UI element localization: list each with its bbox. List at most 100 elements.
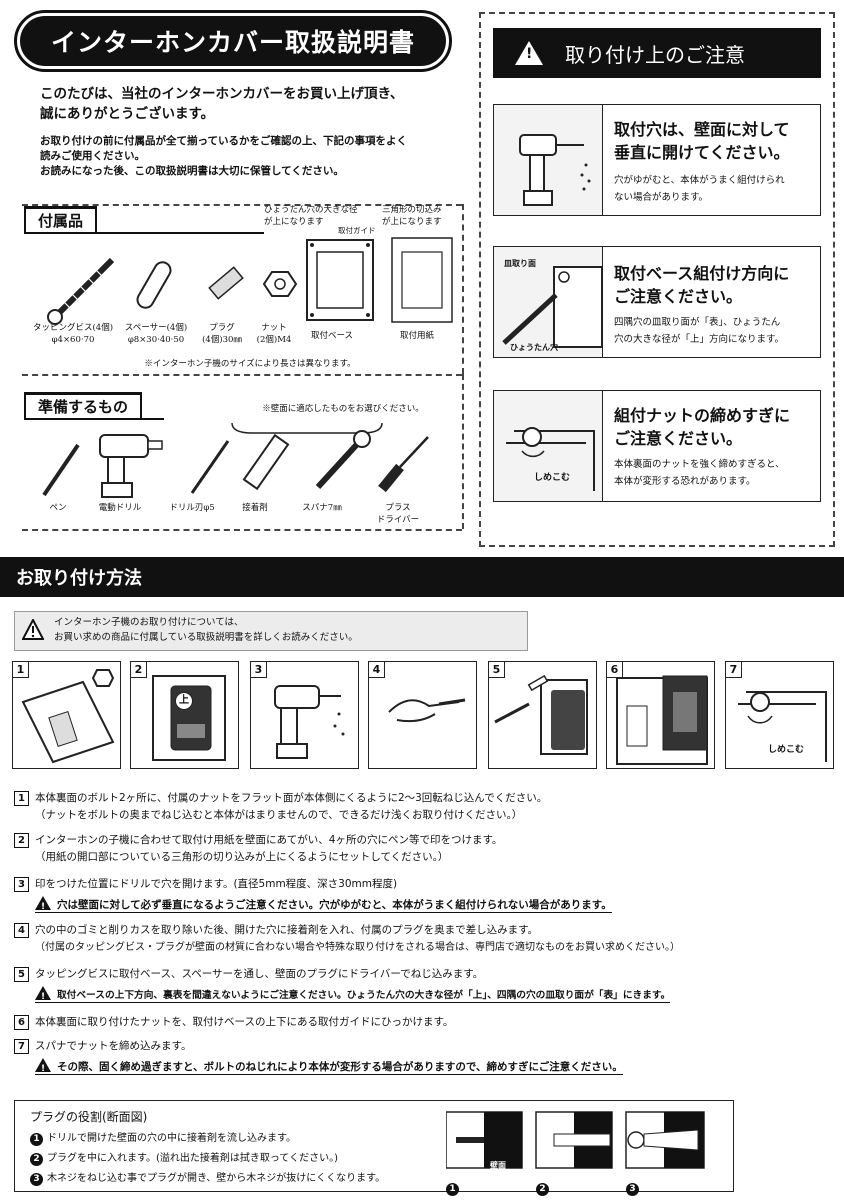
caution-title-line: 取付穴は、壁面に対して xyxy=(614,120,790,139)
drill-icon xyxy=(99,434,163,498)
prep-label: ドリル刃φ5 xyxy=(169,503,215,513)
step-number: 2 xyxy=(30,1153,43,1166)
divider xyxy=(22,374,462,376)
note-line: ひょうたん穴の大きな径 xyxy=(264,205,358,215)
caution-title: 取付穴は、壁面に対して 垂直に開けてください。 xyxy=(614,118,790,164)
instruction-text: 印をつけた位置にドリルで穴を開けます。(直径5mm程度、深さ30mm程度) xyxy=(35,878,398,890)
warning-icon xyxy=(515,41,543,65)
prep-label-line: プラス xyxy=(385,503,411,513)
part-label: プラグ (4個)30㎜ xyxy=(196,322,248,346)
step-number: 3 xyxy=(251,662,267,678)
step-number: 4 xyxy=(369,662,385,678)
step-number: 2 xyxy=(131,662,147,678)
caution-desc-line: 四隅穴の皿取り面が「表」、ひょうたん xyxy=(614,317,781,328)
cover-back-icon xyxy=(21,669,115,764)
step-panel-5: 5 xyxy=(488,661,597,769)
warning-icon xyxy=(35,896,51,916)
divider xyxy=(22,529,462,531)
step-panel-6: 6 xyxy=(606,661,715,769)
intro-thanks: このたびは、当社のインターホンカバーをお買い上げ頂き、 誠にありがとうございます… xyxy=(40,84,450,124)
instruction-number: 6 xyxy=(14,1014,29,1030)
step-number: 2 xyxy=(536,1183,549,1196)
caution-title-line: 組付ナットの締めすぎに xyxy=(614,406,791,425)
caution-title-line: 垂直に開けてください。 xyxy=(614,143,790,162)
caution-desc: 穴がゆがむと、本体がうまく組付けられ ない場合があります。 xyxy=(614,172,785,206)
caution-header: 取り付け上のご注意 xyxy=(493,28,821,78)
instruction-number: 5 xyxy=(14,966,29,982)
plug-role-text: プラグを中に入れます。(溢れ出た接着剤は拭き取ってください。) xyxy=(47,1153,339,1164)
step-number: 6 xyxy=(607,662,623,678)
caution-title: 取付ベース組付け方向に ご注意ください。 xyxy=(614,262,789,308)
part-spec: φ4×60·70 xyxy=(51,335,95,345)
instruction-text: タッピングビスに取付ベース、スペーサーを通し、壁面のプラグにドライバーでねじ込み… xyxy=(35,968,484,980)
attach-base-icon xyxy=(494,674,588,755)
caution-title-line: ご注意ください。 xyxy=(614,429,743,448)
screw-icon xyxy=(47,257,115,325)
plug-icon xyxy=(208,266,244,300)
hang-body-icon xyxy=(616,675,708,765)
drilling-icon xyxy=(493,104,603,216)
tighten-tag: しめこむ xyxy=(534,473,571,483)
divider xyxy=(462,204,464,374)
caution-heading: 取り付け上のご注意 xyxy=(565,42,745,67)
diagram-number: 3 xyxy=(626,1176,640,1196)
intro-line: お読みになった後、この取扱説明書は大切に保管してください。 xyxy=(40,165,344,177)
base-icon xyxy=(306,239,374,321)
intro-line: 誠にありがとうございます。 xyxy=(40,106,215,122)
intro-line: このたびは、当社のインターホンカバーをお買い上げ頂き、 xyxy=(40,86,404,102)
adhesive-icon xyxy=(242,433,290,491)
prep-label: ペン xyxy=(49,503,67,513)
instruction-5: 5 タッピングビスに取付ベース、スペーサーを通し、壁面のプラグにドライバーでねじ込… xyxy=(14,966,834,1006)
note-line: が上になります xyxy=(382,217,442,227)
intro-line: お取り付けの前に付属品が全て揃っているかをご確認の上、下記の事項をよく xyxy=(40,135,407,147)
diagram-number: 1 xyxy=(446,1176,460,1196)
step-number: 3 xyxy=(30,1173,43,1186)
part-name: プラグ xyxy=(209,323,235,333)
prep-note: ※壁面に適応したものをお選びください。 xyxy=(262,404,424,414)
instruction-text: （用紙の開口部についている三角形の切り込みが上にくるようにセットしてください。） xyxy=(35,851,449,863)
instruction-number: 2 xyxy=(14,832,29,848)
part-label: タッピングビス(4個) φ4×60·70 xyxy=(32,322,114,346)
notice-text: インターホン子機のお取り付けについては、 お買い求めの商品に付属している取扱説明… xyxy=(54,615,358,645)
part-label: 取付用紙 xyxy=(399,331,434,341)
instruction-number: 7 xyxy=(14,1038,29,1054)
parts-illustrations xyxy=(47,237,453,325)
warning-note: 穴は壁面に対して必ず垂直になるようご注意ください。穴がゆがむと、本体がうまく組付… xyxy=(35,896,612,916)
divider xyxy=(24,232,264,234)
step-panel-1: 1 xyxy=(12,661,121,769)
notice-line: お買い求めの商品に付属している取扱説明書を詳しくお読みください。 xyxy=(54,632,358,643)
part-label: ナット (2個)M4 xyxy=(252,322,296,346)
step-number: 1 xyxy=(30,1133,43,1146)
divider xyxy=(22,204,462,206)
step-panel-4: 4 xyxy=(368,661,477,769)
diagram-number: 2 xyxy=(536,1176,550,1196)
step-number: 1 xyxy=(13,662,29,678)
notice-box xyxy=(14,611,528,651)
page-title: インターホンカバー取扱説明書 xyxy=(20,16,446,66)
caution-panel xyxy=(479,12,835,547)
pen-icon xyxy=(42,443,80,497)
warning-text: 穴は壁面に対して必ず垂直になるようご注意ください。穴がゆがむと、本体がうまく組付… xyxy=(57,899,612,911)
plug-role-title: プラグの役割(断面図) xyxy=(30,1110,148,1124)
divider xyxy=(462,374,464,529)
step-number: 7 xyxy=(726,662,742,678)
caution-desc-line: 穴の大きな径が「上」方向になります。 xyxy=(614,334,785,345)
caution-desc-line: 本体裏面のナットを強く締めすぎると、 xyxy=(614,459,785,470)
triangle-note: 三角形の切込み が上になります xyxy=(382,204,462,228)
instruction-text: （ナットをボルトの奥までねじ込むと本体がはまりませんので、できるだけ浅くお取り付… xyxy=(35,809,523,821)
step-panel-2: 2 上 xyxy=(130,661,239,769)
warning-icon xyxy=(35,1058,51,1078)
spanner-icon xyxy=(315,430,371,490)
tighten-nut-icon xyxy=(738,691,827,762)
insert-plug-icon xyxy=(388,698,466,723)
instruction-text: 穴の中のゴミと削りカスを取り除いた後、開けた穴に接着剤を入れ、付属のプラグを奥ま… xyxy=(35,924,539,936)
warning-icon xyxy=(35,986,51,1006)
caution-title-line: ご注意ください。 xyxy=(614,287,743,306)
instruction-text: スパナでナットを締め込みます。 xyxy=(35,1040,192,1052)
part-name: スペーサー(4個) xyxy=(124,323,188,333)
